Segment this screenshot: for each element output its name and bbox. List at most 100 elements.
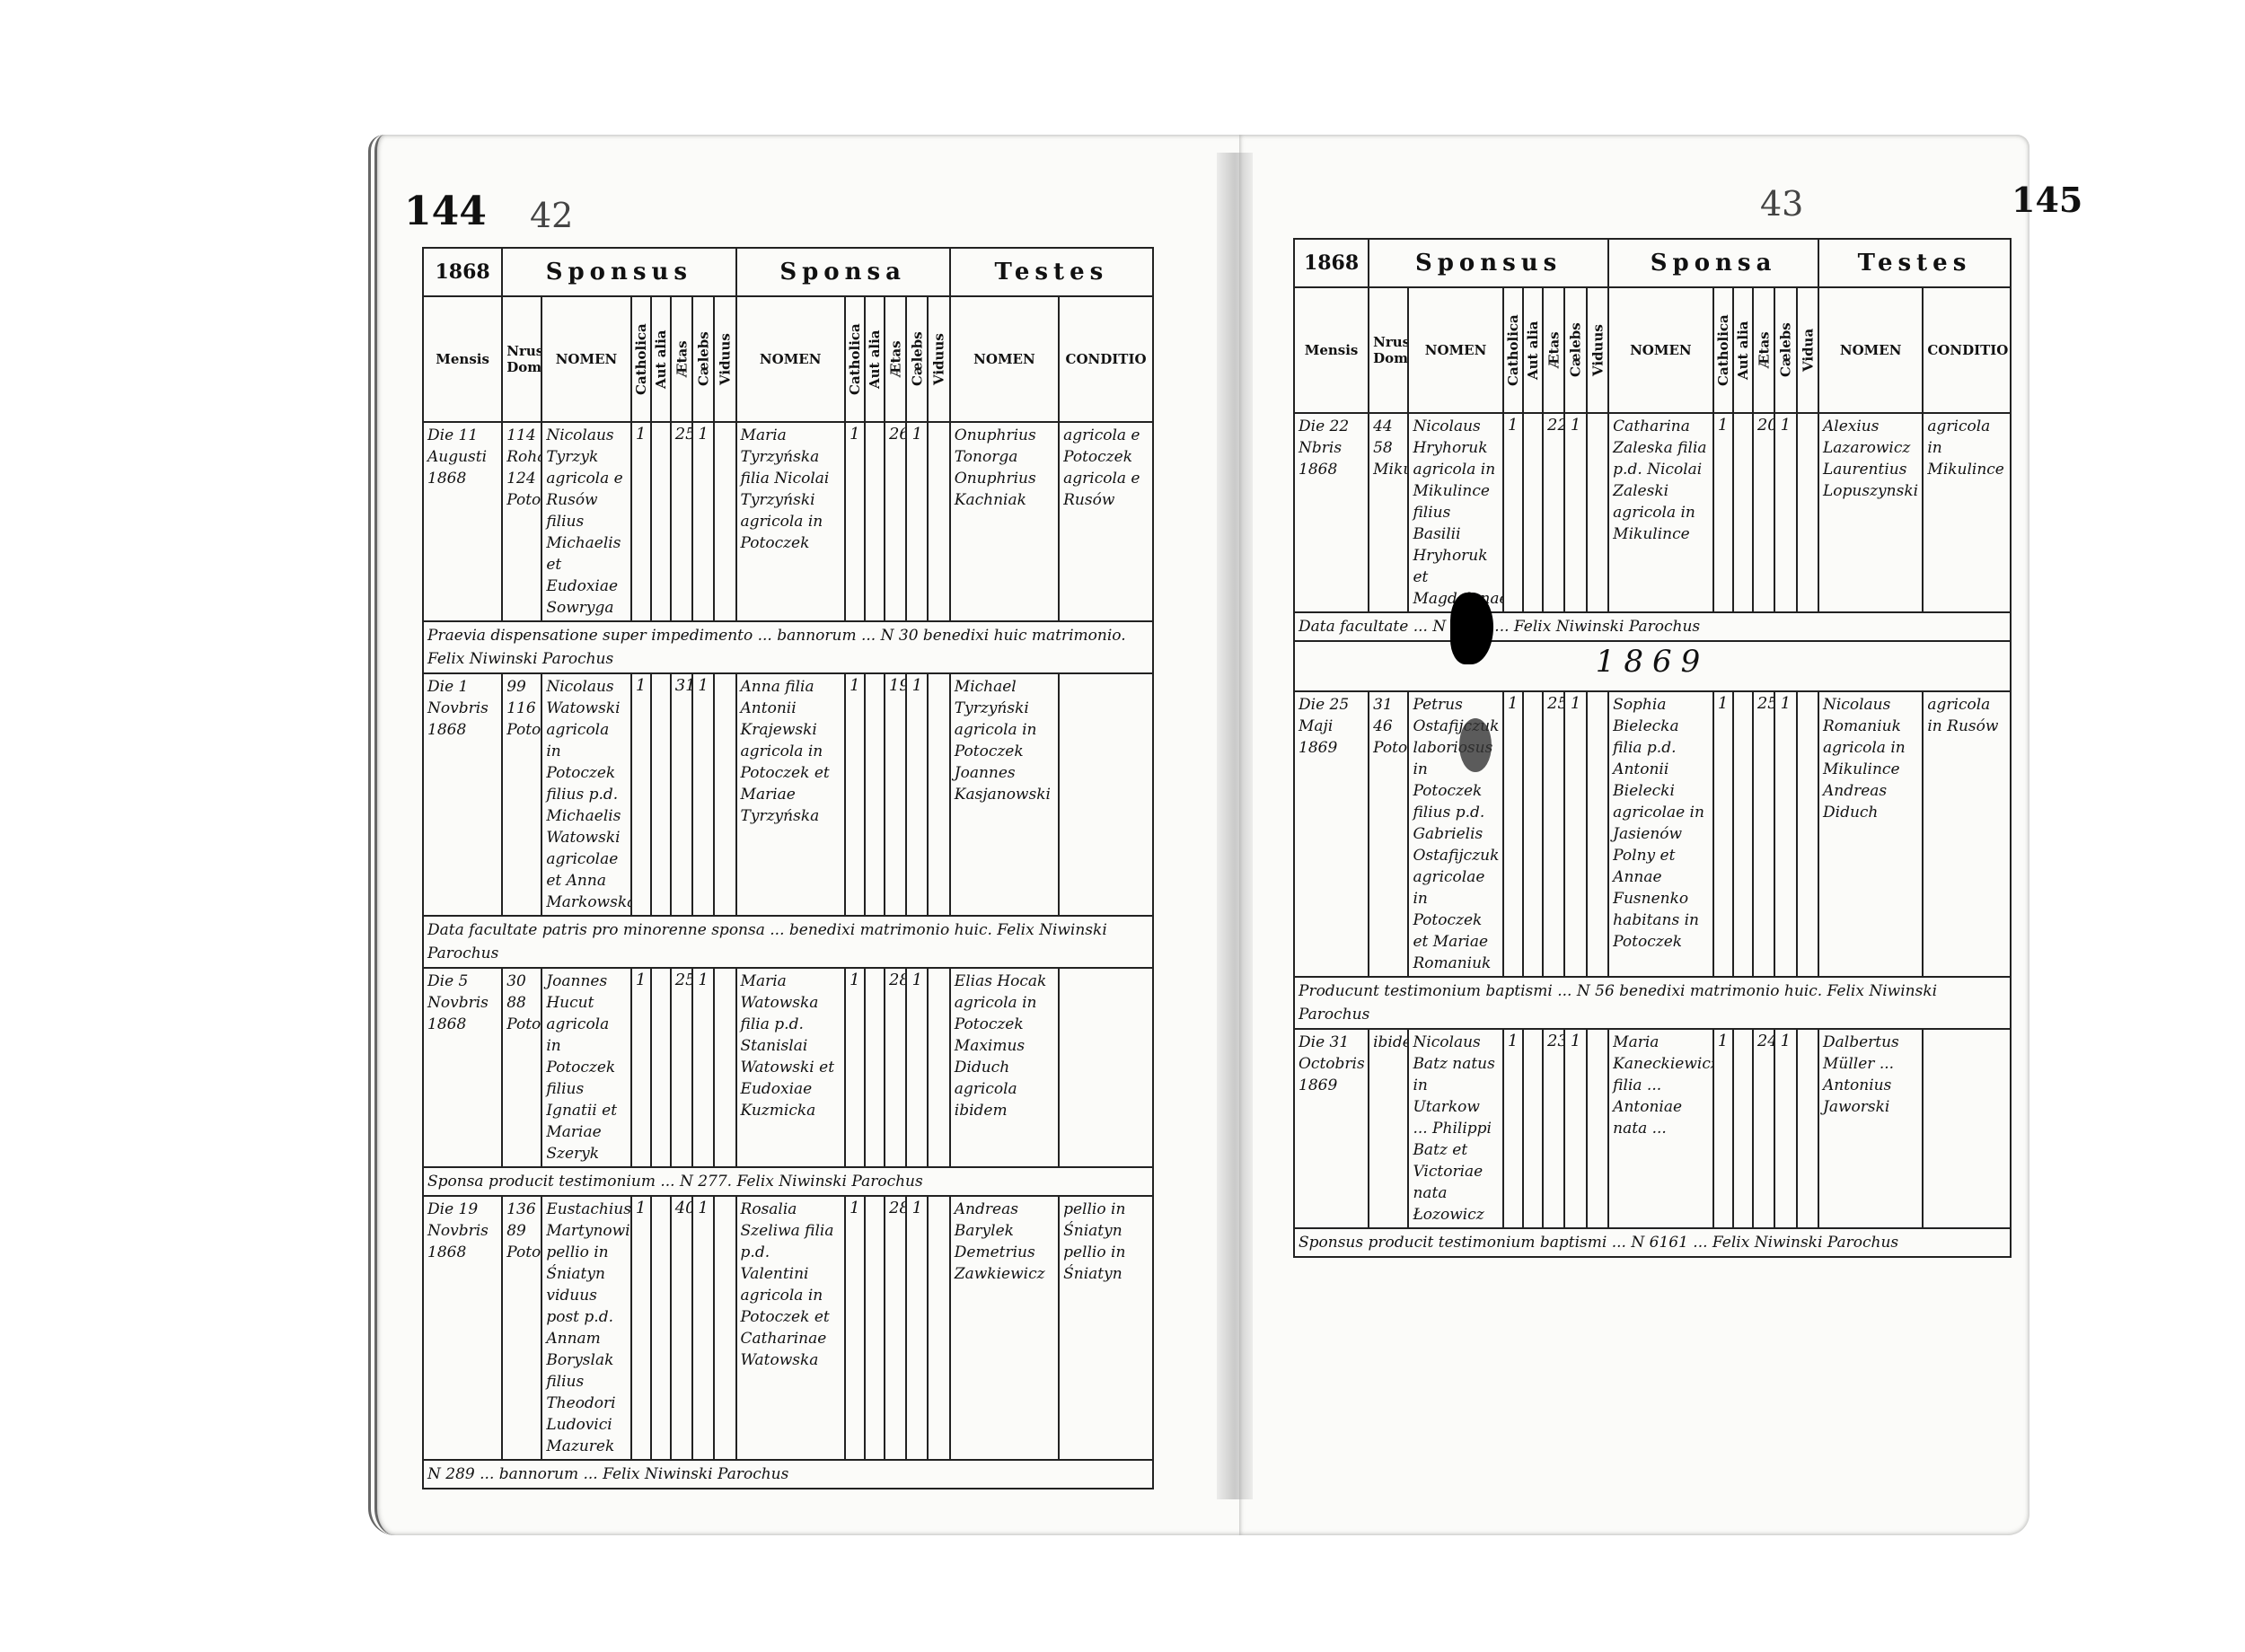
witness-names: Dalbertus Müller ... Antonius Jaworski <box>1817 1028 1924 1229</box>
testes-nomen-header: NOMEN <box>948 295 1061 423</box>
bride-catholica: 1 <box>1712 690 1734 978</box>
year-divider-row: 1869 <box>1293 640 2012 692</box>
right-catholica-header: Catholica <box>1502 287 1523 413</box>
entry-note: Sponsa producit testimonium ... N 277. F… <box>422 1166 1154 1197</box>
entry-note-row: Data facultate patris pro minorenne spon… <box>422 915 1154 969</box>
witness-condition: pellio in Śniatyn pellio in Śniatyn <box>1058 1195 1154 1461</box>
bride-age: 25 <box>1751 690 1776 978</box>
groom-catholica: 1 <box>1501 1028 1524 1229</box>
right-sponsa-header: Sponsa <box>1607 238 1819 288</box>
left-page-number: 144 <box>404 189 487 234</box>
bride-celebs: 1 <box>905 967 929 1168</box>
bride-name: Maria Kaneckiewicz filia ... Antoniae na… <box>1607 1028 1714 1229</box>
entry-note: Data facultate ... N 6302 ... Felix Niwi… <box>1293 611 2012 642</box>
witness-condition: agricola e Potoczek agricola e Rusów <box>1058 421 1154 622</box>
right-celebs-header: Cælebs <box>1564 287 1587 413</box>
bride-aut-alia <box>1731 690 1754 978</box>
bride-celebs: 1 <box>1774 412 1798 613</box>
witness-condition <box>1922 1028 2012 1229</box>
groom-age: 40 <box>669 1195 693 1461</box>
groom-name: Eustachius Martynowicz pellio in Śniatyn… <box>541 1195 632 1461</box>
entry-date: Die 22 Nbris 1868 <box>1292 412 1370 613</box>
left-page-number-pencil: 42 <box>530 196 574 235</box>
right-conditio-header: CONDITIO <box>1922 286 2012 414</box>
right-sponsus-header: Sponsus <box>1368 238 1610 288</box>
right-year-header: 1868 <box>1292 238 1370 288</box>
bride-celebs: 1 <box>905 1195 929 1461</box>
bride-celebs: 1 <box>1774 690 1798 978</box>
entry-note: Data facultate patris pro minorenne spon… <box>422 915 1154 969</box>
register-entry: Die 31 Octobris 1869ibidemNicolaus Batz … <box>1292 1028 2012 1229</box>
sponsa-aut-alia-header: Aut alia <box>864 296 885 422</box>
bride-name: Rosalia Szeliwa filia p.d. Valentini agr… <box>735 1195 846 1461</box>
witness-names: Michael Tyrzyński agricola in Potoczek J… <box>948 672 1061 917</box>
bride-celebs: 1 <box>905 672 929 917</box>
bride-aut-alia <box>863 421 885 622</box>
groom-aut-alia <box>1521 690 1545 978</box>
right-page-number-pencil: 43 <box>1760 184 1804 224</box>
groom-age: 23 <box>1542 1028 1566 1229</box>
sponsa-aetas-header: Ætas <box>884 296 907 422</box>
entry-note: Producunt testimonium baptismi ... N 56 … <box>1293 976 2012 1030</box>
bride-aut-alia <box>863 1195 885 1461</box>
right-nrus-domus-header: Nrus Domus <box>1368 286 1410 414</box>
left-register-table: 1868 Sponsus Sponsa Testes Mensis Nrus D… <box>421 247 1155 1489</box>
bride-name: Maria Watowska filia p.d. Stanislai Wato… <box>735 967 846 1168</box>
groom-catholica: 1 <box>629 672 652 917</box>
entry-note: N 289 ... bannorum ... Felix Niwinski Pa… <box>422 1459 1154 1489</box>
right-sponsa-vidua-header: Vidua <box>1796 287 1818 413</box>
groom-celebs: 1 <box>1563 690 1588 978</box>
groom-name: Nicolaus Tyrzyk agricola e Rusów filius … <box>541 421 632 622</box>
entry-house-number: 114 Rohatyn 124 Potoczek <box>501 421 543 622</box>
groom-name: Joannes Hucut agricola in Potoczek filiu… <box>541 967 632 1168</box>
book-gutter <box>1217 153 1253 1499</box>
entry-date: Die 1 Novbris 1868 <box>421 672 504 917</box>
bride-catholica: 1 <box>1712 1028 1734 1229</box>
right-sponsa-aut-alia-header: Aut alia <box>1732 287 1753 413</box>
groom-viduus <box>713 672 737 917</box>
bride-vidua <box>1795 412 1820 613</box>
entry-date: Die 19 Novbris 1868 <box>421 1195 504 1461</box>
groom-aut-alia <box>649 421 672 622</box>
witness-condition <box>1058 967 1154 1168</box>
groom-name: Nicolaus Watowski agricola in Potoczek f… <box>541 672 632 917</box>
sponsa-celebs-header: Cælebs <box>906 296 929 422</box>
groom-age: 25 <box>1542 690 1566 978</box>
entry-note-row: N 289 ... bannorum ... Felix Niwinski Pa… <box>422 1459 1154 1489</box>
bride-name: Sophia Bielecka filia p.d. Antonii Biele… <box>1607 690 1714 978</box>
bride-age: 26 <box>883 421 908 622</box>
witness-names: Onuphrius Tonorga Onuphrius Kachniak <box>948 421 1061 622</box>
entry-house-number: 31 46 Potoczek <box>1368 690 1410 978</box>
groom-catholica: 1 <box>629 1195 652 1461</box>
bride-age: 24 <box>1751 1028 1776 1229</box>
entry-house-number: 99 116 Potoczek <box>501 672 543 917</box>
groom-age: 25 <box>669 967 693 1168</box>
ink-blot <box>1450 593 1493 664</box>
year-header: 1868 <box>421 247 504 297</box>
entry-date: Die 11 Augusti 1868 <box>421 421 504 622</box>
bride-age: 28 <box>883 1195 908 1461</box>
groom-name: Nicolaus Hryhoruk agricola in Mikulince … <box>1407 412 1504 613</box>
groom-catholica: 1 <box>1501 412 1524 613</box>
bride-name: Maria Tyrzyńska filia Nicolai Tyrzyński … <box>735 421 846 622</box>
right-sponsa-aetas-header: Ætas <box>1752 287 1775 413</box>
entry-note-row: Praevia dispensatione super impedimento … <box>422 620 1154 674</box>
viduus-header: Viduus <box>714 296 736 422</box>
groom-aut-alia <box>649 672 672 917</box>
entry-note: Sponsus producit testimonium baptismi ..… <box>1293 1227 2012 1258</box>
sponsus-header: Sponsus <box>501 247 737 297</box>
bride-celebs: 1 <box>905 421 929 622</box>
bride-aut-alia <box>863 672 885 917</box>
bride-catholica: 1 <box>843 672 866 917</box>
right-sponsa-catholica-header: Catholica <box>1712 287 1733 413</box>
bride-catholica: 1 <box>843 1195 866 1461</box>
bride-aut-alia <box>1731 412 1754 613</box>
entry-house-number: ibidem <box>1368 1028 1410 1229</box>
witness-names: Elias Hocak agricola in Potoczek Maximus… <box>948 967 1061 1168</box>
groom-celebs: 1 <box>691 672 716 917</box>
entry-house-number: 30 88 Potoczek <box>501 967 543 1168</box>
